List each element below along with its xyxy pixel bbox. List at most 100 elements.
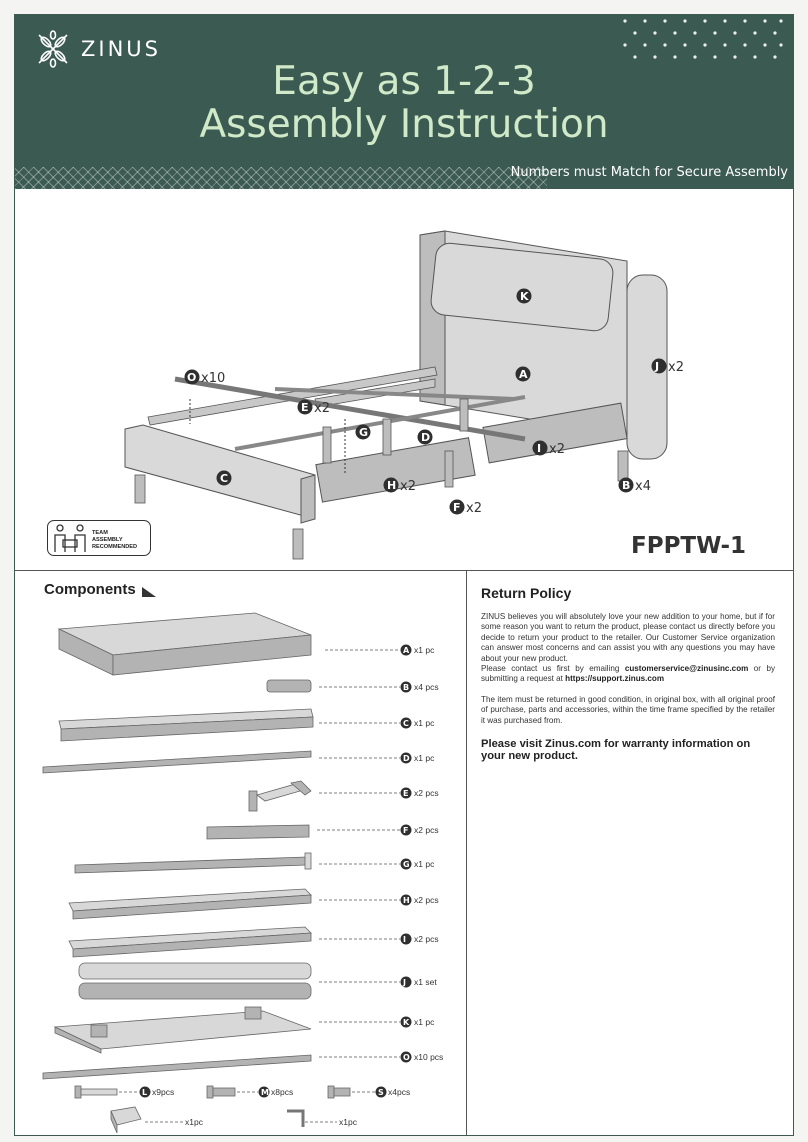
svg-text:x2: x2 — [466, 501, 482, 516]
svg-text:x1 pc: x1 pc — [414, 753, 435, 763]
svg-text:G: G — [359, 426, 368, 439]
part-d: D x1 pc — [42, 750, 435, 774]
frame-rails — [147, 366, 628, 503]
part-f: F x2 pcs — [206, 824, 439, 840]
part-a: A x1 pc — [57, 612, 435, 676]
warranty-note: Please visit Zinus.com for warranty info… — [481, 738, 751, 763]
policy-title: Return Policy — [481, 585, 572, 601]
svg-text:x4: x4 — [635, 479, 651, 494]
callout-k: K — [516, 288, 532, 304]
leaf-logo-icon — [38, 30, 68, 68]
support-email[interactable]: customerservice@zinusinc.com — [624, 664, 749, 674]
svg-text:x2 pcs: x2 pcs — [414, 895, 439, 905]
model-number: FPPTW-1 — [631, 533, 746, 559]
part-e: E x2 pcs — [248, 780, 439, 812]
svg-text:x8pcs: x8pcs — [271, 1087, 293, 1097]
part-k: K x1 pc — [53, 1006, 435, 1054]
svg-text:x1 pc: x1 pc — [414, 718, 435, 728]
part-j: J x1 set — [78, 962, 437, 1000]
part-c: C x1 pc — [58, 708, 435, 742]
svg-text:x2: x2 — [400, 479, 416, 494]
policy-paragraph-2: The item must be returned in good condit… — [481, 694, 775, 725]
svg-text:O: O — [403, 1053, 410, 1062]
svg-text:x1pc: x1pc — [185, 1117, 204, 1127]
svg-text:I: I — [537, 442, 541, 455]
components-title: Components — [44, 581, 136, 598]
svg-text:x10: x10 — [201, 371, 225, 386]
part-h: H x2 pcs — [68, 888, 439, 920]
brand-name: ZINUS — [81, 37, 161, 61]
svg-text:x2 pcs: x2 pcs — [414, 788, 439, 798]
svg-text:M: M — [261, 1088, 269, 1097]
callout-a: A — [515, 366, 531, 382]
svg-text:H: H — [403, 896, 410, 905]
svg-text:S: S — [378, 1088, 384, 1097]
hatch-pattern — [15, 167, 547, 189]
svg-text:G: G — [403, 860, 410, 869]
svg-text:x1 pc: x1 pc — [414, 1017, 435, 1027]
svg-text:L: L — [142, 1088, 147, 1097]
svg-text:K: K — [403, 1018, 410, 1027]
svg-text:x9pcs: x9pcs — [152, 1087, 174, 1097]
assembly-diagram: .pf{fill:#d9d9d9;stroke:#555;stroke-widt… — [124, 230, 684, 560]
svg-text:F: F — [403, 826, 408, 835]
title-line-1: Easy as 1-2-3 — [272, 59, 536, 104]
svg-text:A: A — [403, 646, 410, 655]
svg-text:E: E — [403, 789, 408, 798]
svg-text:x2 pcs: x2 pcs — [414, 934, 439, 944]
svg-text:x2 pcs: x2 pcs — [414, 825, 439, 835]
svg-text:E: E — [301, 401, 309, 414]
support-url[interactable]: https://support.zinus.com — [565, 674, 665, 684]
callout-d: D — [417, 429, 433, 445]
svg-text:A: A — [519, 368, 528, 381]
allen-key: x1pc — [287, 1109, 358, 1127]
callout-g: G — [355, 424, 371, 440]
components-list: .p1{fill:#d8d8d8;stroke:#666;stroke-widt… — [42, 612, 443, 1134]
title-line-2: Assembly Instruction — [199, 102, 609, 147]
svg-text:x1 pc: x1 pc — [414, 859, 435, 869]
column-divider — [466, 570, 467, 1135]
triangle-marker-icon — [142, 587, 156, 597]
header-banner: ZINUS Easy as 1-2-3 Assembly Instruction… — [15, 15, 793, 189]
svg-text:D: D — [421, 431, 430, 444]
svg-text:x1 pc: x1 pc — [414, 645, 435, 655]
part-g: G x1 pc — [74, 852, 435, 874]
svg-text:x1pc: x1pc — [339, 1117, 358, 1127]
svg-text:x2: x2 — [314, 401, 330, 416]
brand-logo: ZINUS — [33, 29, 161, 69]
svg-text:K: K — [520, 290, 529, 303]
dot-pattern — [623, 19, 783, 59]
team-badge-text: TEAM ASSEMBLY RECOMMENDED — [92, 530, 138, 550]
usb-adapter: x1pc — [110, 1106, 204, 1134]
svg-text:B: B — [403, 683, 409, 692]
section-divider — [15, 570, 793, 571]
wing-j — [626, 274, 668, 460]
cushion-k — [430, 242, 614, 332]
bolt-l: L x9pcs — [74, 1085, 174, 1099]
svg-text:J: J — [402, 978, 406, 987]
side-rail-h — [315, 437, 476, 503]
svg-text:B: B — [622, 479, 630, 492]
svg-text:x2: x2 — [668, 360, 684, 375]
instruction-sheet: ZINUS Easy as 1-2-3 Assembly Instruction… — [14, 14, 794, 1136]
part-b: B x4 pcs — [266, 679, 439, 693]
svg-text:x1 set: x1 set — [414, 977, 437, 987]
svg-text:x4 pcs: x4 pcs — [414, 682, 439, 692]
svg-text:O: O — [187, 371, 196, 384]
bolt-m: M x8pcs — [206, 1085, 293, 1099]
part-o: O x10 pcs — [42, 1051, 443, 1080]
svg-text:C: C — [403, 719, 409, 728]
svg-text:J: J — [654, 360, 659, 373]
svg-text:D: D — [403, 754, 410, 763]
headboard — [419, 230, 668, 482]
team-people-icon — [54, 524, 86, 552]
svg-text:x10 pcs: x10 pcs — [414, 1052, 443, 1062]
side-rail-i — [482, 402, 628, 464]
policy-paragraph-1: ZINUS believes you will absolutely love … — [481, 612, 775, 684]
